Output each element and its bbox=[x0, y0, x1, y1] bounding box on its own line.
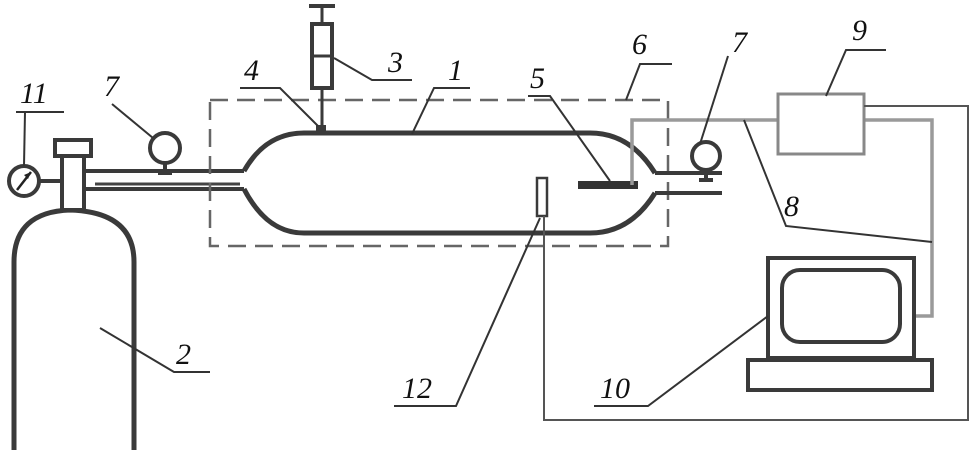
label-7-right: 7 bbox=[732, 26, 749, 59]
label-12: 12 bbox=[402, 372, 432, 405]
label-3: 3 bbox=[387, 46, 403, 79]
outlet-valve-gauge bbox=[690, 140, 722, 182]
outer-wiring bbox=[543, 105, 969, 421]
outlet-pipe bbox=[655, 171, 722, 195]
label-5: 5 bbox=[530, 62, 545, 95]
label-8: 8 bbox=[784, 190, 799, 223]
inlet-valve-gauge bbox=[148, 131, 182, 175]
label-7-left: 7 bbox=[104, 70, 121, 103]
vessel-port bbox=[316, 125, 326, 135]
sensor bbox=[535, 176, 549, 218]
computer bbox=[746, 256, 934, 392]
label-6: 6 bbox=[632, 28, 647, 61]
cylinder-pressure-gauge bbox=[7, 164, 62, 198]
signal-cables bbox=[630, 118, 934, 318]
controller-box bbox=[776, 92, 866, 156]
label-10: 10 bbox=[600, 372, 630, 405]
gas-cylinder bbox=[11, 138, 137, 450]
main-vessel bbox=[241, 130, 658, 236]
sample-plate bbox=[578, 181, 638, 189]
label-2: 2 bbox=[176, 338, 191, 371]
label-11: 11 bbox=[20, 77, 48, 110]
syringe bbox=[309, 4, 335, 126]
label-1: 1 bbox=[448, 54, 463, 87]
label-9: 9 bbox=[852, 14, 867, 47]
dashed-enclosure bbox=[208, 98, 670, 248]
leader-lines bbox=[16, 49, 933, 407]
label-4: 4 bbox=[244, 54, 259, 87]
